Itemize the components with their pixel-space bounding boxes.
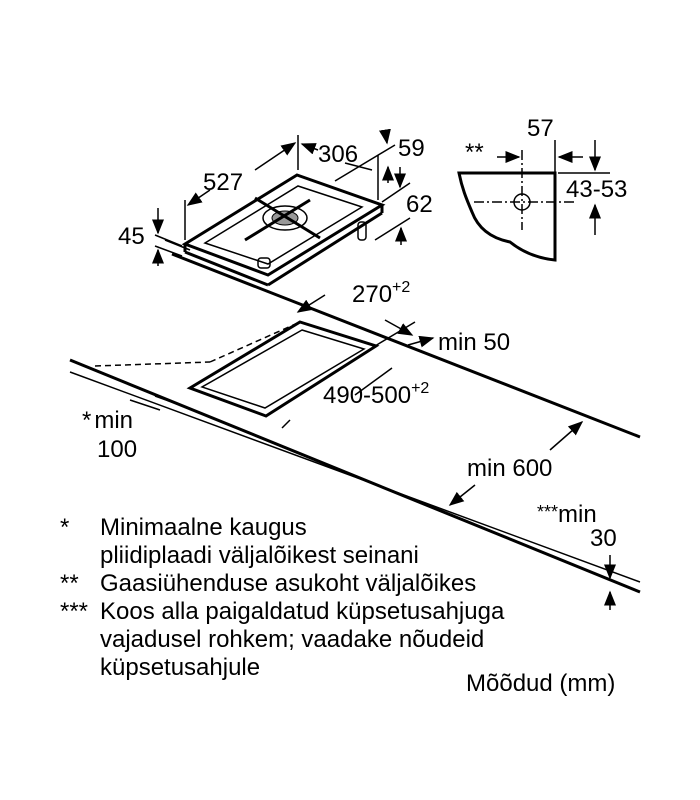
min-side-label: min [94, 407, 133, 434]
dim-height-59: 59 [398, 135, 425, 162]
footnote-mark: ** [60, 570, 79, 597]
footnote-line: Koos alla paigaldatud küpsetusahjuga [100, 598, 505, 625]
footnote-line: pliidiplaadi väljalõikest seinani [100, 542, 419, 569]
min-bottom-label: min [558, 501, 597, 528]
dim-min-30-value: 30 [590, 525, 617, 552]
min-bottom-mark: *** [537, 502, 558, 522]
footnote-2: ** Gaasiühenduse asukoht väljalõikes [60, 570, 504, 598]
gas-marker: ** [465, 139, 484, 166]
dim-depth-527: 527 [203, 169, 243, 196]
dim-min-100-value: 100 [97, 436, 137, 463]
footnote-mark: * [60, 514, 70, 541]
dim-width-306: 306 [318, 141, 358, 168]
cutout [186, 320, 380, 418]
dim-height-62: 62 [406, 191, 433, 218]
footnote-line: vajadusel rohkem; vaadake nõudeid [100, 626, 485, 653]
footnote-line: küpsetusahjule [100, 654, 261, 681]
dim-min-50: min 50 [438, 329, 510, 356]
hob-dimension-lines [152, 128, 411, 266]
cutout-depth-value: 490-500 [323, 382, 411, 409]
footnote-3: *** Koos alla paigaldatud küpsetusahjuga… [60, 598, 504, 682]
cutout-dimension-lines [129, 294, 616, 610]
dim-min-30-label: ***min [537, 501, 597, 528]
footnote-line: Minimaalne kaugus [100, 514, 307, 541]
dim-cutout-width: 270+2 [352, 279, 410, 308]
dim-gas-57: 57 [527, 115, 554, 142]
dim-min-600: min 600 [467, 455, 552, 482]
units-label: Mõõdud (mm) [466, 670, 616, 697]
cutout-depth-tol: +2 [411, 380, 429, 397]
footnote-line: Gaasiühenduse asukoht väljalõikes [100, 570, 477, 597]
dim-min-100-label: *min [82, 407, 133, 434]
dim-gas-height: 43-53 [566, 176, 627, 203]
worktop [69, 239, 641, 594]
cutout-width-tol: +2 [392, 279, 410, 296]
gas-connection-detail [457, 140, 610, 262]
hob-drawing [181, 173, 386, 287]
dim-height-45: 45 [118, 223, 145, 250]
dim-cutout-depth: 490-500+2 [323, 380, 429, 409]
footnote-mark: *** [60, 598, 89, 625]
cutout-width-value: 270 [352, 281, 392, 308]
min-side-mark: * [82, 407, 91, 434]
